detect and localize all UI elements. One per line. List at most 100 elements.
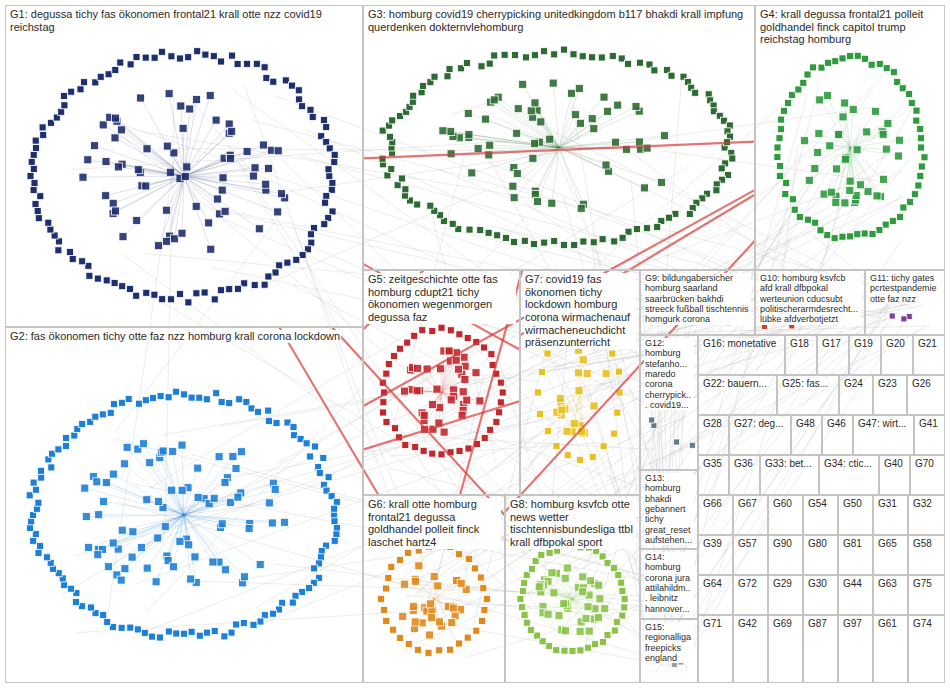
vertex-icon (906, 90, 913, 97)
vertex-icon (187, 575, 195, 583)
vertex-icon (555, 612, 563, 620)
vertex-icon (824, 91, 832, 99)
group-label: G3: homburg covid19 cherrypicking united… (367, 8, 751, 33)
small-group-box: G54 (803, 495, 838, 535)
background-edge (675, 293, 912, 589)
vertex-icon (849, 106, 857, 114)
vertex-icon (513, 169, 521, 177)
background-edge (259, 447, 689, 625)
vertex-icon (621, 596, 628, 603)
vertex-icon (169, 563, 177, 571)
vertex-icon (261, 281, 268, 288)
vertex-icon (601, 605, 609, 613)
vertex-icon (142, 54, 149, 61)
vertex-icon (882, 145, 890, 153)
small-group-box: G20 (881, 335, 913, 375)
vertex-icon (414, 364, 422, 372)
background-edge (230, 416, 565, 477)
vertex-icon (299, 103, 306, 110)
vertex-icon (383, 419, 390, 426)
vertex-icon (420, 447, 427, 454)
intra-group-edge (83, 176, 184, 177)
vertex-icon (532, 52, 539, 59)
vertex-icon (494, 232, 501, 239)
vertex-icon (862, 55, 869, 62)
small-group-box: G40 (879, 455, 910, 495)
vertex-icon (236, 396, 243, 403)
vertex-icon (128, 553, 136, 561)
vertex-icon (611, 238, 618, 245)
vertex-icon (114, 163, 122, 171)
intra-group-edge (518, 109, 559, 148)
vertex-icon (194, 493, 202, 501)
intra-group-edge (103, 502, 184, 516)
vertex-icon (401, 387, 409, 395)
intra-group-edge (559, 148, 662, 183)
intra-group-edge (535, 148, 559, 195)
vertex-icon (237, 448, 245, 456)
vertex-icon (440, 428, 448, 436)
vertex-icon (600, 93, 608, 101)
vertex-icon (561, 647, 568, 654)
vertex-icon (118, 526, 126, 534)
vertex-icon (389, 117, 396, 124)
intra-group-edge (567, 568, 572, 599)
intra-group-edge (141, 98, 184, 176)
vertex-icon (133, 54, 140, 61)
small-group-box: G48 (791, 415, 822, 455)
intra-group-edge (133, 515, 184, 532)
small-group-box: G72 (733, 575, 768, 615)
vertex-icon (556, 395, 564, 403)
vertex-icon (456, 551, 463, 558)
group-label: G63 (877, 578, 898, 590)
group-label: G7: covid19 fas ökonomen tichy lockdown … (524, 273, 636, 349)
vertex-icon (218, 399, 225, 406)
intra-group-edge (573, 581, 591, 599)
vertex-icon (107, 409, 114, 416)
intra-group-edge (113, 474, 184, 515)
vertex-icon (121, 460, 129, 468)
group-label: G57 (737, 538, 758, 550)
background-edge (289, 107, 874, 191)
vertex-icon (256, 561, 264, 569)
vertex-icon (839, 55, 846, 62)
group-label: G19 (853, 338, 874, 350)
vertex-icon (457, 579, 465, 587)
vertex-icon (908, 100, 915, 107)
vertex-icon (917, 135, 924, 142)
group-panel: G4: krall degussa frontal21 polleit gold… (755, 5, 945, 270)
intra-group-edge (513, 148, 559, 187)
background-edge (433, 603, 679, 612)
vertex-icon (405, 549, 412, 556)
intra-group-edge (184, 120, 216, 176)
vertex-icon (72, 599, 79, 606)
group-label: G20 (885, 338, 906, 350)
vertex-icon (589, 454, 596, 461)
vertex-icon (265, 499, 273, 507)
intra-group-edge (123, 176, 184, 237)
vertex-icon (380, 399, 387, 406)
group-panel: G12: homburg stefanho... maredo corona c… (640, 335, 698, 470)
vertex-icon (331, 518, 338, 525)
vertex-icon (265, 273, 272, 280)
vertex-icon (95, 511, 103, 519)
vertex-icon (229, 453, 237, 461)
vertex-icon (644, 225, 651, 232)
intra-group-edge (109, 515, 185, 567)
intra-group-edge (559, 93, 572, 147)
vertex-icon (611, 627, 618, 634)
vertex-icon (576, 628, 584, 636)
vertex-icon (61, 102, 68, 109)
small-group-box: G47: wirt... (853, 415, 914, 455)
background-edge (106, 158, 174, 626)
vertex-icon (32, 201, 39, 208)
vertex-icon (272, 269, 279, 276)
vertex-icon (86, 272, 93, 279)
vertex-icon (562, 627, 570, 635)
vertex-icon (156, 634, 163, 641)
intra-group-edge (144, 444, 184, 515)
vertex-icon (598, 54, 605, 61)
vertex-icon (549, 79, 557, 87)
vertex-icon (561, 574, 569, 582)
vertex-icon (410, 92, 417, 99)
